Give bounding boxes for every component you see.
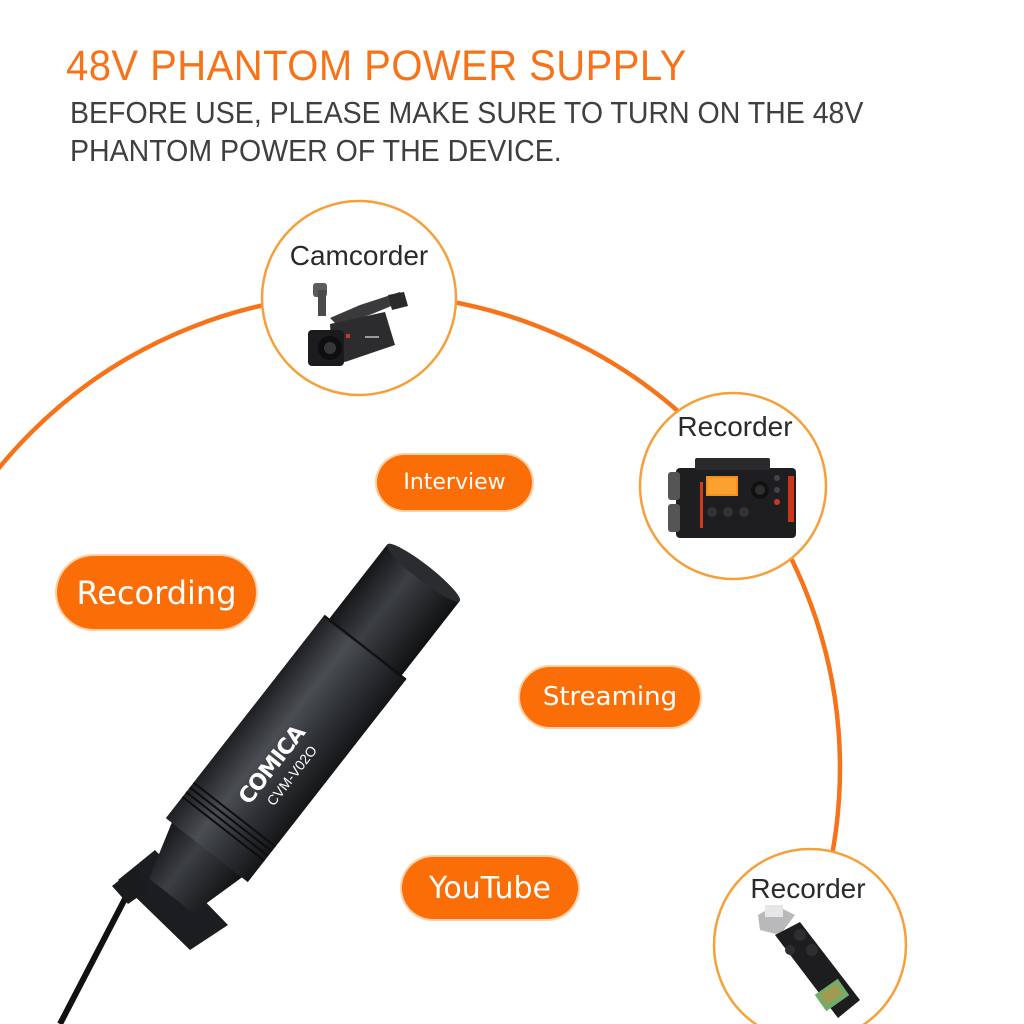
device-camcorder: Camcorder: [260, 199, 458, 397]
field-recorder-icon: [668, 458, 796, 538]
handheld-recorder-icon: [758, 905, 860, 1018]
camcorder-icon: [308, 283, 408, 366]
use-case-label: Interview: [403, 470, 506, 495]
instruction-line-1: BEFORE USE, PLEASE MAKE SURE TO TURN ON …: [70, 96, 864, 130]
use-case-youtube: YouTube: [402, 857, 578, 919]
use-case-label: Streaming: [542, 682, 678, 712]
device-label-camcorder: Camcorder: [290, 240, 428, 271]
instruction-line-2: PHANTOM POWER OF THE DEVICE.: [70, 134, 562, 168]
use-case-interview: Interview: [377, 455, 532, 510]
power-instruction: BEFORE USE, PLEASE MAKE SURE TO TURN ON …: [70, 94, 968, 170]
device-label-recorder-2: Recorder: [750, 873, 865, 904]
use-case-streaming: Streaming: [520, 667, 700, 727]
device-label-recorder-1: Recorder: [677, 411, 792, 442]
use-case-label: YouTube: [429, 870, 551, 906]
page-title: 48V PHANTOM POWER SUPPLY: [66, 42, 687, 90]
use-case-label: Recording: [76, 573, 237, 612]
product-xlr-adapter: COMICA CVM-V02O: [57, 543, 461, 1024]
device-recorder-2: Recorder: [712, 847, 908, 1024]
use-case-recording: Recording: [57, 556, 256, 629]
device-recorder-1: Recorder: [638, 391, 828, 581]
